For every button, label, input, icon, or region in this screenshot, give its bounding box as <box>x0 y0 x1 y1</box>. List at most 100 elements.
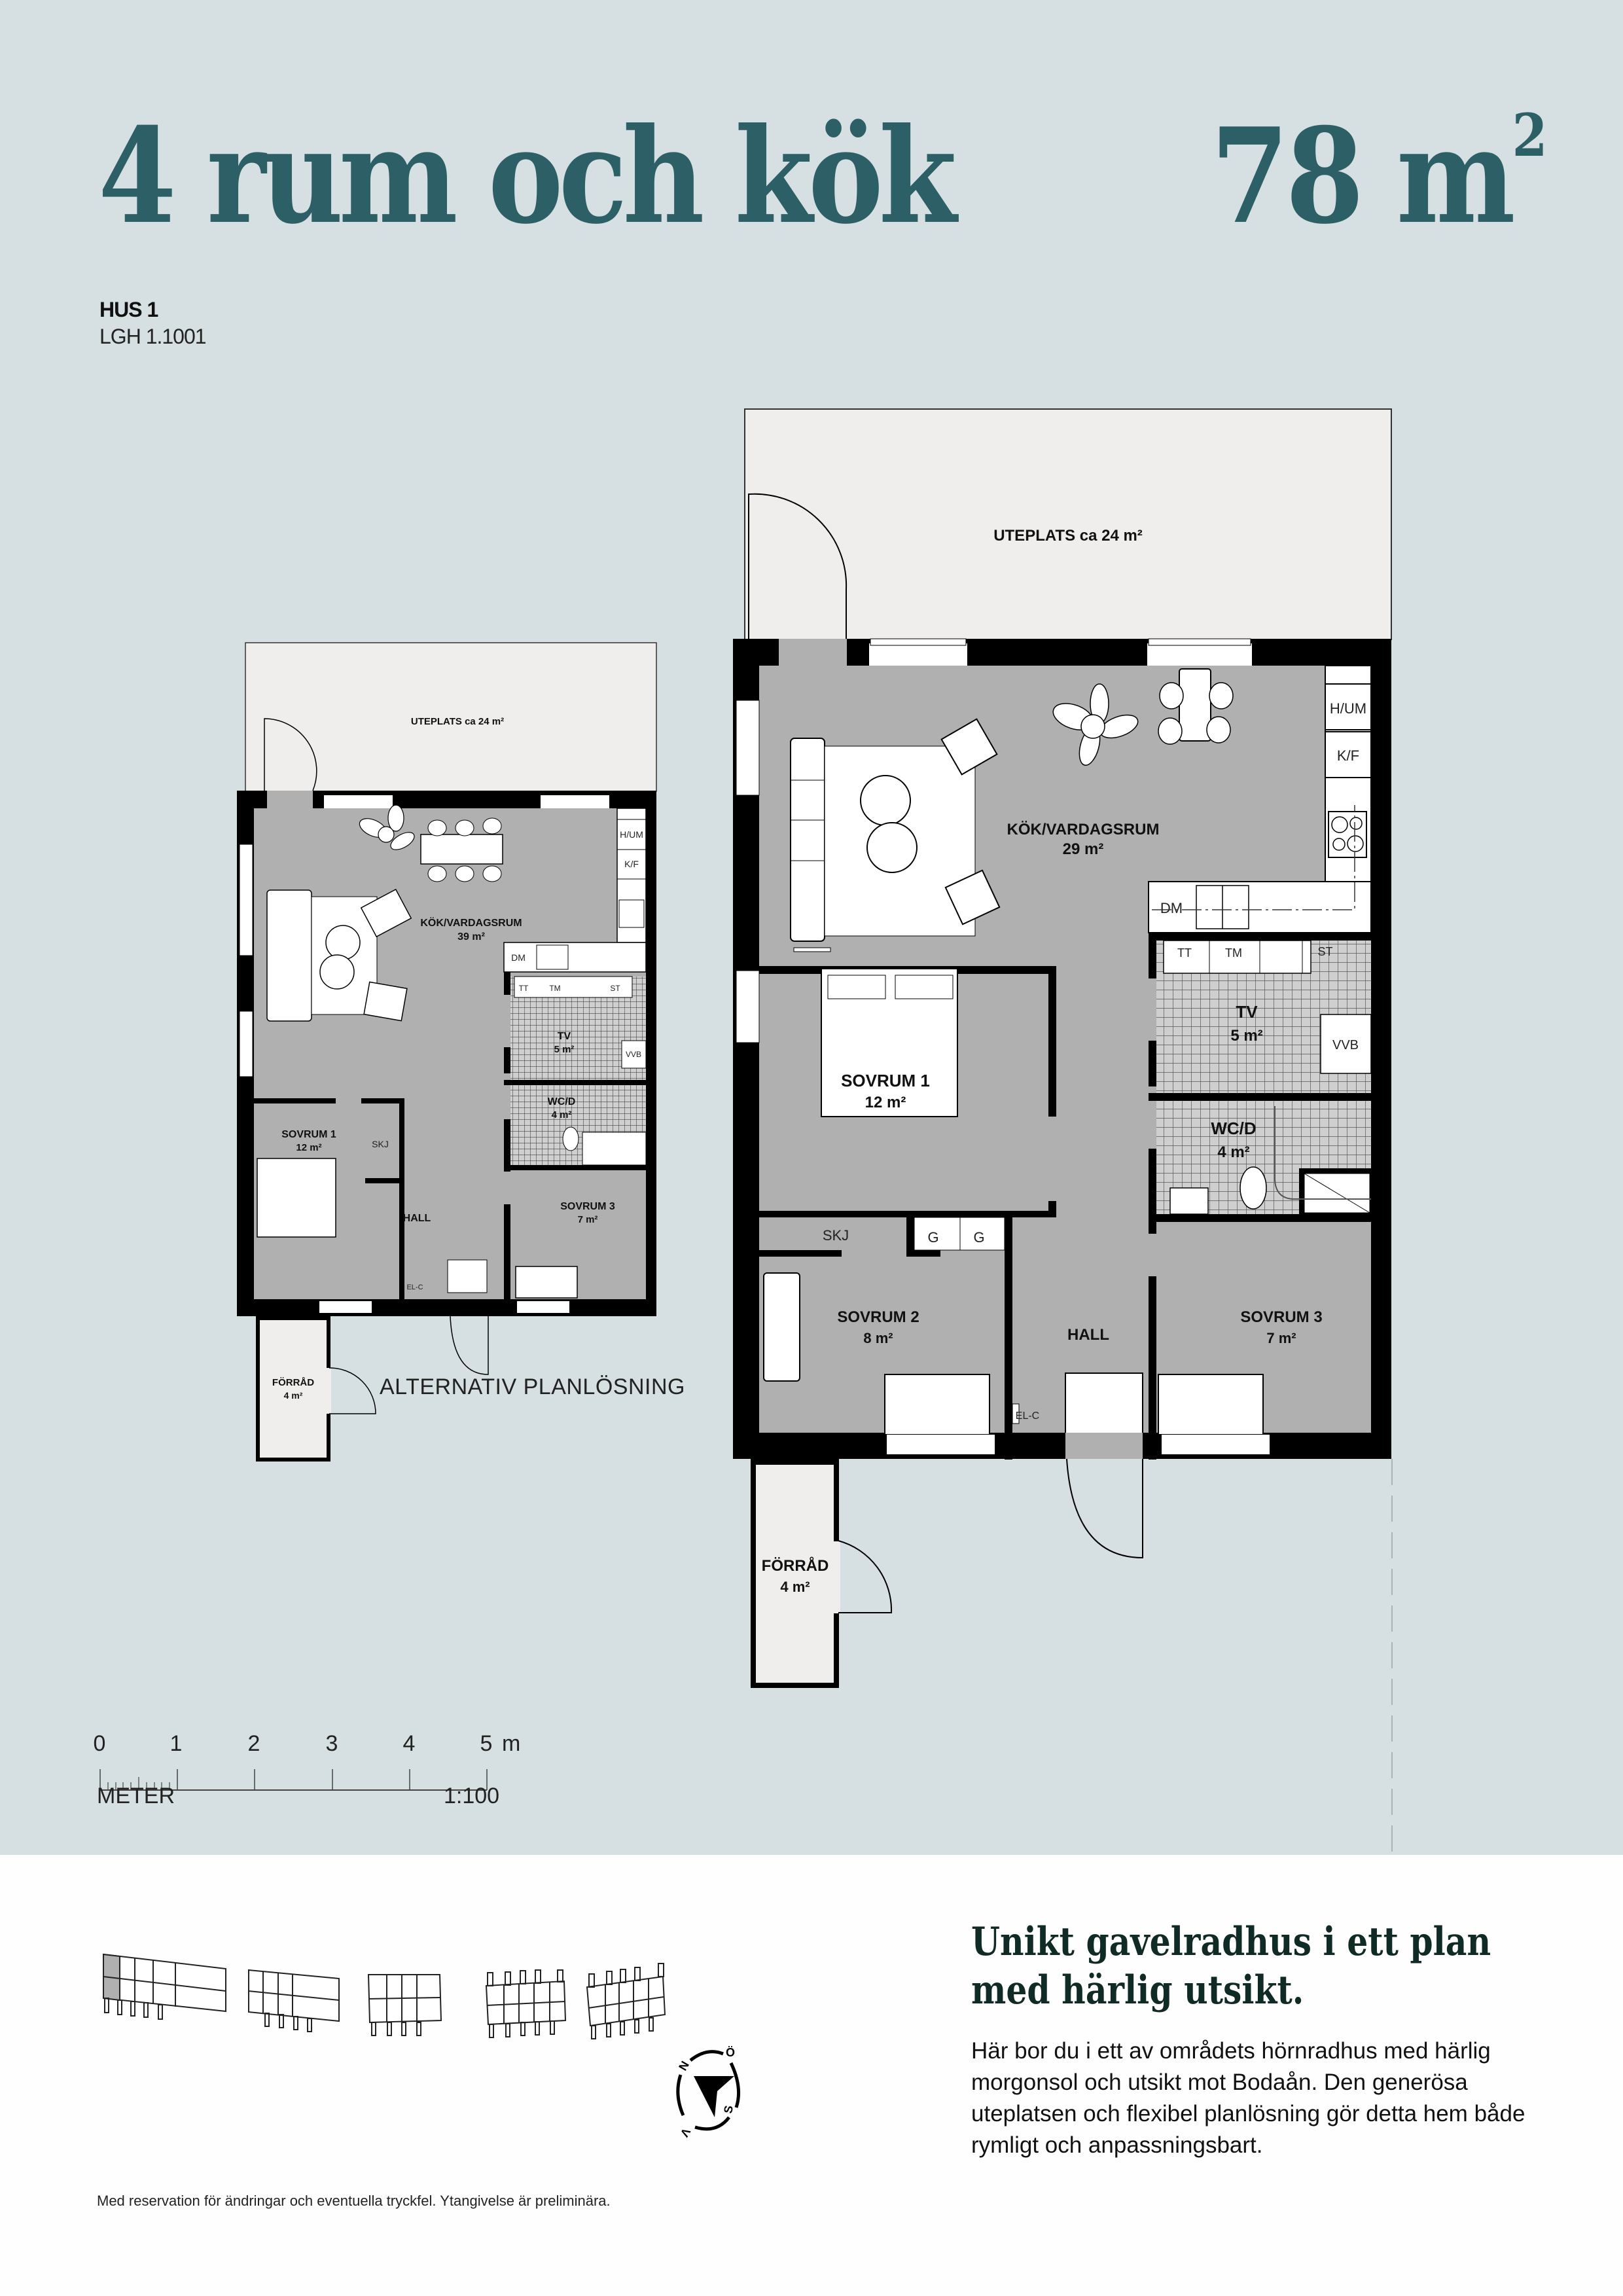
room-label-kok: KÖK/VARDAGSRUM <box>1007 821 1160 838</box>
building-group-1 <box>103 1953 226 2020</box>
page-title: 4 rum och kök <box>98 99 957 253</box>
area-value: 78 m <box>1211 99 1516 253</box>
fixture-kf: K/F <box>1337 747 1359 764</box>
scale-unit: m <box>502 1731 521 1756</box>
fixture-kf-alt: K/F <box>624 859 639 869</box>
fixture-dm: DM <box>1160 900 1183 916</box>
apartment-area: 78 m2 <box>1211 106 1547 242</box>
toilet-icon <box>1240 1166 1267 1210</box>
coffee-table-icon <box>860 775 911 826</box>
room-label-sovrum3: SOVRUM 3 <box>1240 1308 1322 1326</box>
room-area-forrad: 4 m² <box>780 1579 810 1595</box>
headline-line-2: med härlig utsikt. <box>971 1967 1304 2013</box>
alt-room-label-kok: KÖK/VARDAGSRUM <box>420 916 522 929</box>
fixture-tm: TM <box>1225 946 1242 960</box>
fixture-st: ST <box>1317 945 1332 958</box>
fixture-skj: SKJ <box>823 1227 849 1244</box>
room-label-tv: TV <box>1236 1002 1258 1022</box>
alt-room-area-sovrum3: 7 m² <box>578 1214 598 1225</box>
room-label-wcd: WC/D <box>1211 1119 1256 1138</box>
alternative-floorplan: H/UM K/F DM KÖK/VARDAGSRUM 39 m² UTEPLAT… <box>237 642 657 1462</box>
description-body: Här bor du i ett av områdets hörnradhus … <box>971 2038 1525 2158</box>
room-area-tv: 5 m² <box>1230 1027 1262 1045</box>
terrace-main <box>744 408 1392 640</box>
dining-table-icon <box>1179 668 1211 742</box>
washbasin-icon <box>1169 1187 1209 1215</box>
sofa-icon <box>790 738 825 942</box>
description-headline: Unikt gavelradhus i ett plan med härlig … <box>971 1918 1491 2015</box>
building-group-2 <box>248 1969 340 2032</box>
scale-tick-5: 5 <box>480 1731 493 1756</box>
room-area-sovrum3: 7 m² <box>1266 1330 1296 1346</box>
main-floorplan: H/UM K/F DM <box>733 408 1393 1852</box>
compass-icon: N Ö S V <box>676 2046 741 2139</box>
floor-plans: H/UM K/F DM <box>237 408 1393 1852</box>
scale-tick-3: 3 <box>325 1731 338 1756</box>
room-area-sovrum1: 12 m² <box>865 1094 906 1111</box>
fixture-g1: G <box>927 1229 938 1246</box>
terrace-label: UTEPLATS ca 24 m² <box>993 527 1143 545</box>
room-label-sovrum2: SOVRUM 2 <box>837 1308 919 1326</box>
alt-room-area-kok: 39 m² <box>457 931 485 942</box>
alt-room-label-wcd: WC/D <box>548 1096 576 1107</box>
armchair-icon <box>940 718 998 776</box>
compass-east: Ö <box>726 2046 735 2059</box>
scale-tick-0: 0 <box>93 1731 106 1756</box>
scale-tick-4: 4 <box>402 1731 416 1756</box>
building-group-5 <box>586 1963 666 2039</box>
alt-room-area-tv: 5 m² <box>554 1044 575 1055</box>
single-bed-icon <box>763 1272 800 1382</box>
desk-icon <box>884 1374 990 1435</box>
fixture-tm-alt: TM <box>549 984 560 993</box>
alt-room-area-wcd: 4 m² <box>552 1109 572 1121</box>
hall-rug-icon <box>1065 1372 1143 1434</box>
scale-bar: 0 1 2 3 4 5 m METER 1:100 <box>92 1731 550 1816</box>
alt-room-area-sovrum1: 12 m² <box>296 1142 321 1153</box>
fixture-tt-alt: TT <box>519 984 529 993</box>
scale-tick-1: 1 <box>169 1731 183 1756</box>
alt-room-label-sovrum3: SOVRUM 3 <box>560 1201 615 1212</box>
scale-ratio: 1:100 <box>444 1784 500 1808</box>
site-plan <box>103 1953 666 2039</box>
fixture-hum: H/UM <box>1330 700 1366 717</box>
desk-icon-2 <box>1158 1374 1264 1435</box>
room-label-sovrum1: SOVRUM 1 <box>841 1071 930 1090</box>
alt-terrace-label: UTEPLATS ca 24 m² <box>411 716 504 727</box>
room-area-kok: 29 m² <box>1063 840 1104 858</box>
fixture-st-alt: ST <box>610 984 620 993</box>
alt-room-area-forrad: 4 m² <box>284 1390 303 1401</box>
fixture-hum-alt: H/UM <box>620 829 643 840</box>
plant-icon-alt <box>359 804 415 850</box>
fixture-dm-alt: DM <box>511 952 526 963</box>
area-superscript: 2 <box>1512 101 1548 170</box>
room-area-wcd: 4 m² <box>1217 1143 1249 1161</box>
compass-north: N <box>676 2059 692 2073</box>
plant-icon <box>1052 683 1139 766</box>
fixture-vvb: VVB <box>1332 1038 1359 1052</box>
alternative-plan-label: ALTERNATIV PLANLÖSNING <box>380 1374 685 1399</box>
building-group-4 <box>485 1969 567 2038</box>
alt-room-label-forrad: FÖRRÅD <box>272 1377 314 1388</box>
fixture-tt: TT <box>1177 946 1192 960</box>
building-group-3 <box>367 1974 442 2036</box>
scale-tick-2: 2 <box>247 1731 260 1756</box>
fixture-vvb-alt: VVB <box>626 1050 641 1059</box>
alt-room-label-sovrum1: SOVRUM 1 <box>281 1129 336 1140</box>
headline-line-1: Unikt gavelradhus i ett plan <box>971 1919 1491 1965</box>
building-label: HUS 1 <box>99 298 158 321</box>
alt-room-label-tv: TV <box>558 1031 571 1042</box>
alt-room-label-hall: HALL <box>403 1213 431 1224</box>
info-panel <box>0 1855 1623 2296</box>
fixture-skj-alt: SKJ <box>372 1139 389 1149</box>
fixture-elc-alt: EL-C <box>406 1283 423 1291</box>
room-label-hall: HALL <box>1067 1326 1109 1344</box>
fixture-elc: EL-C <box>1016 1410 1039 1422</box>
compass-south: S <box>721 2104 736 2114</box>
room-label-forrad: FÖRRÅD <box>762 1556 829 1575</box>
room-area-sovrum2: 8 m² <box>863 1330 893 1346</box>
scale-ruler <box>99 1769 488 1791</box>
fixture-g2: G <box>973 1229 984 1246</box>
compass-west: V <box>678 2126 693 2139</box>
scale-label: METER <box>97 1784 175 1808</box>
terrace-alt <box>245 642 657 792</box>
